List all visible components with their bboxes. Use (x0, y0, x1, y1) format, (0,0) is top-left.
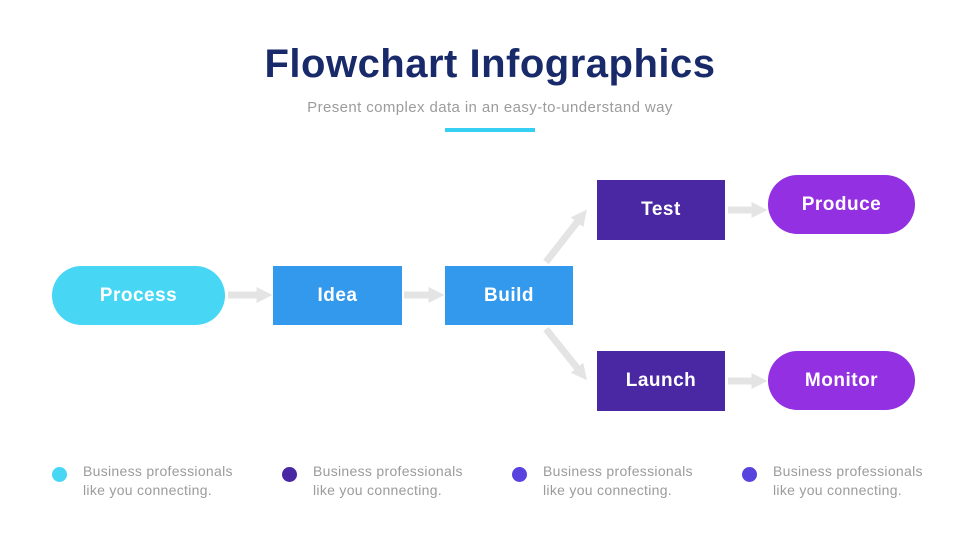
node-test: Test (597, 180, 725, 240)
legend-dot-cyan-icon (52, 467, 67, 482)
arrow-build-test (543, 209, 587, 265)
node-launch-label: Launch (625, 370, 697, 391)
legend-text-3: Business professionals like you connecti… (543, 462, 693, 500)
node-idea-label: Idea (317, 284, 358, 306)
legend-dot-violet2-icon (742, 467, 757, 482)
legend-dot-purple-icon (282, 467, 297, 482)
legend-dot-violet-icon (512, 467, 527, 482)
legend-item-1: Business professionals like you connecti… (52, 462, 233, 500)
node-build: Build (445, 266, 573, 325)
node-produce-label: Produce (801, 193, 882, 215)
legend-text-2: Business professionals like you connecti… (313, 462, 463, 500)
legend-text-3-line1: Business professionals (543, 463, 693, 479)
arrow-build-launch (543, 326, 587, 381)
node-process-label: Process (99, 284, 178, 306)
legend-item-2: Business professionals like you connecti… (282, 462, 463, 500)
node-process: Process (52, 266, 225, 325)
node-test-label: Test (641, 199, 681, 220)
node-monitor: Monitor (768, 351, 915, 410)
legend-text-1-line1: Business professionals (83, 463, 233, 479)
node-idea: Idea (273, 266, 402, 325)
legend-text-4: Business professionals like you connecti… (773, 462, 923, 500)
node-launch: Launch (597, 351, 725, 411)
title-underline (445, 128, 535, 132)
legend-text-1-line2: like you connecting. (83, 482, 212, 498)
page-subtitle: Present complex data in an easy-to-under… (307, 99, 673, 116)
page-title: Flowchart Infographics (264, 42, 716, 86)
legend-text-4-line2: like you connecting. (773, 482, 902, 498)
node-produce: Produce (768, 175, 915, 234)
legend-text-2-line2: like you connecting. (313, 482, 442, 498)
node-build-label: Build (484, 284, 534, 306)
legend-text-1: Business professionals like you connecti… (83, 462, 233, 500)
legend-text-2-line1: Business professionals (313, 463, 463, 479)
legend-item-4: Business professionals like you connecti… (742, 462, 923, 500)
legend-text-4-line1: Business professionals (773, 463, 923, 479)
node-monitor-label: Monitor (804, 369, 879, 391)
legend-item-3: Business professionals like you connecti… (512, 462, 693, 500)
legend-text-3-line2: like you connecting. (543, 482, 672, 498)
